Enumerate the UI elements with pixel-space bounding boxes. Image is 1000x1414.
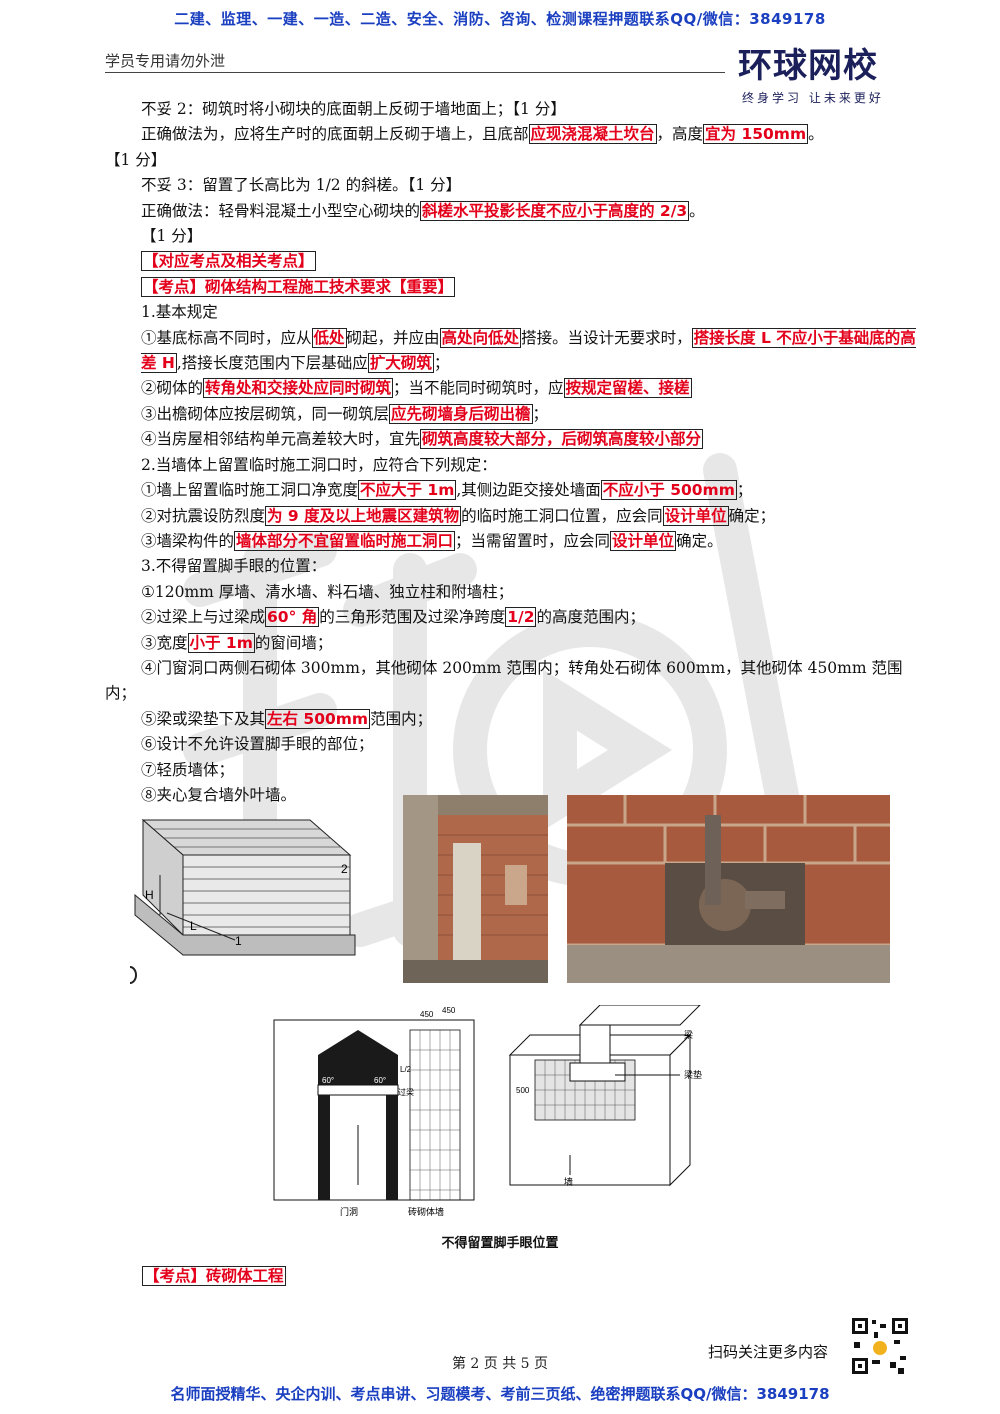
next-key-point-heading: 【考点】砖砌体工程 [142, 1266, 286, 1286]
scaffold-rule-7: ⑦轻质墙体； [141, 760, 235, 779]
width-450-a: 450 [420, 1010, 434, 1019]
figure-caption: 不得留置脚手眼位置 [441, 1236, 559, 1251]
highlight-term: 墙体部分不宜留置临时施工洞口 [234, 530, 456, 551]
door-opening-elevation: 60° 60° L/2 过梁 门洞 450 450 砖砌体墙 [273, 1006, 475, 1217]
highlight-term: 高处向低处 [439, 327, 522, 348]
document-body: 不妥 2：砌筑时将小砌块的底面朝上反砌于墙地面上；【1 分】 正确做法为，应将生… [105, 97, 920, 808]
stepped-foundation-diagram: H L 1 2 [129, 818, 356, 984]
beam-label: 梁 [684, 1029, 693, 1040]
figure-row-graphics: H L 1 2 [129, 795, 890, 984]
rule-1: ①基底标高不同时，应从低处砌起，并应由高处向低处搭接。当设计无要求时，搭接长度 … [141, 327, 916, 374]
scaffold-rule-1: ①120mm 厚墙、清水墙、料石墙、独立柱和附墙柱； [141, 582, 514, 601]
highlight-term: 低处 [311, 327, 347, 348]
rule-2: ②砌体的转角处和交接处应同时砌筑；当不能同时砌筑时，应按规定留槎、接槎 [141, 378, 692, 399]
brick-wall-label: 砖砌体墙 [408, 1206, 444, 1217]
highlight-term: 小于 1m [187, 632, 255, 653]
logo-slogan: 终身学习 让未来更好 [742, 91, 884, 105]
confidential-notice: 学员专用请勿外泄 [105, 52, 226, 70]
qr-code-icon[interactable] [850, 1316, 910, 1376]
scaffold-rule-6: ⑥设计不允许设置脚手眼的部位； [141, 735, 374, 754]
score-line: 【1 分】 [141, 227, 203, 246]
wall-label: 墙 [564, 1176, 573, 1187]
highlight-term: 为 9 度及以上地震区建筑物 [265, 505, 462, 526]
dim-h: H [145, 888, 154, 902]
dim-l: L [190, 919, 197, 933]
highlight-term: 左右 500mm [265, 708, 371, 729]
page-number: 第 2 页 共 5 页 [451, 1356, 549, 1372]
scaffold-clamp-photo [567, 795, 890, 983]
key-point-heading: 【考点】砌体结构工程施工技术要求【重要】 [141, 276, 456, 297]
brand-logo: 环球网校 终身学习 让未来更好 [738, 38, 918, 105]
qr-prompt: 扫码关注更多内容 [708, 1343, 829, 1361]
opening-rule-3: ③墙梁构件的墙体部分不宜留置临时施工洞口；当需留置时，应会同设计单位确定。 [141, 530, 723, 551]
highlight-term: 60° 角 [265, 607, 320, 628]
rule-3: ③出檐砌体应按层砌筑，同一砌筑层应先砌墙身后砌出檐； [141, 403, 549, 424]
highlight-term: 设计单位 [610, 530, 677, 551]
angle-right-label: 60° [374, 1076, 386, 1085]
bottom-contact-banner: 名师面授精华、央企内训、考点串讲、习题模考、考前三页纸、绝密押题联系QQ/微信：… [170, 1385, 830, 1403]
angle-left-label: 60° [322, 1076, 334, 1085]
width-450-b: 450 [442, 1006, 456, 1015]
highlight-term: 应先砌墙身后砌出檐 [389, 403, 533, 424]
answer-line-2: 不妥 2：砌筑时将小砌块的底面朝上反砌于墙地面上；【1 分】 [141, 100, 566, 118]
half-span-label: L/2 [400, 1065, 412, 1074]
score-line: 【1 分】 [105, 150, 167, 169]
highlight-term: 搭接长度 L 不应小于基础底的高差 H [141, 327, 916, 374]
answer-line-3: 不妥 3：留置了长高比为 1/2 的斜槎。【1 分】 [141, 176, 462, 195]
beam-pad-isometric: 梁 梁垫 500 墙 [508, 1004, 702, 1187]
highlight-term: 不应大于 1m [358, 480, 457, 501]
related-points-heading: 【对应考点及相关考点】 [141, 251, 316, 272]
scaffold-rule-4: ④门窗洞口两侧石砌体 300mm，其他砌体 200mm 范围内；转角处石砌体 6… [105, 658, 903, 703]
figure-row: H L 1 2 [105, 795, 920, 990]
correct-method-2: 正确做法为，应将生产时的底面朝上反砌于墙上，且底部应现浇混凝土坎台，高度宜为 1… [141, 124, 824, 145]
highlight-term: 斜槎水平投影长度不应小于高度的 2/3 [420, 200, 690, 221]
scaffold-rule-8: ⑧夹心复合墙外叶墙。 [141, 785, 297, 804]
highlight-term: 设计单位 [662, 505, 729, 526]
rule-4: ④当房屋相邻结构单元高差较大时，宜先砌筑高度较大部分，后砌筑高度较小部分 [141, 429, 704, 450]
highlight-term: 1/2 [505, 607, 537, 628]
correct-method-3: 正确做法：轻骨料混凝土小型空心砌块的斜槎水平投影长度不应小于高度的 2/3。 [141, 200, 705, 221]
door-opening-label: 门洞 [340, 1206, 358, 1217]
top-contact-banner: 二建、监理、一建、一造、二造、安全、消防、咨询、检测课程押题联系QQ/微信：38… [174, 10, 826, 28]
beam-pad-label: 梁垫 [684, 1069, 702, 1080]
highlight-term: 扩大砌筑 [367, 353, 434, 374]
highlight-term: 转角处和交接处应同时砌筑 [203, 378, 394, 399]
highlight-term: 宜为 150mm [703, 124, 809, 145]
section-3-title: 3.不得留置脚手眼的位置： [141, 557, 327, 576]
highlight-term: 砌筑高度较大部分，后砌筑高度较小部分 [420, 429, 704, 450]
scaffold-hole-diagrams: 60° 60° L/2 过梁 门洞 450 450 砖砌体墙 [270, 1004, 710, 1240]
logo-name: 环球网校 [738, 46, 878, 86]
depth-500-label: 500 [516, 1086, 530, 1095]
highlight-term: 不应小于 500mm [600, 480, 737, 501]
highlight-term: 应现浇混凝土坎台 [528, 124, 657, 145]
scaffold-hole-graphics: 60° 60° L/2 过梁 门洞 450 450 砖砌体墙 [273, 1004, 702, 1217]
callout-2: 2 [341, 862, 348, 876]
opening-rule-1: ①墙上留置临时施工洞口净宽度不应大于 1m,其侧边距交接处墙面不应小于 500m… [141, 480, 753, 501]
opening-rule-2: ②对抗震设防烈度为 9 度及以上地震区建筑物的临时施工洞口位置，应会同设计单位确… [141, 505, 776, 526]
callout-1: 1 [235, 934, 242, 948]
interior-wall-photo [403, 795, 548, 983]
section-1-title: 1.基本规定 [141, 303, 218, 322]
header-divider [105, 72, 725, 73]
section-2-title: 2.当墙体上留置临时施工洞口时，应符合下列规定： [141, 455, 497, 474]
lintel-label: 过梁 [398, 1087, 414, 1097]
highlight-term: 按规定留槎、接槎 [563, 378, 692, 399]
